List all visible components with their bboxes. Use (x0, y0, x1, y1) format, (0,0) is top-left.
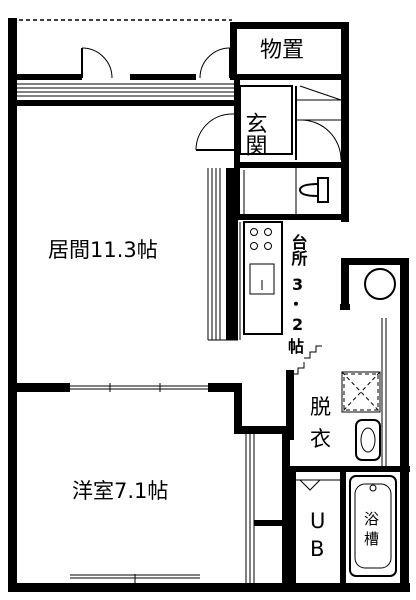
fridge-icon (364, 268, 396, 300)
kitchen-step-wall (286, 304, 350, 440)
room-label-dressing-2: 衣 (310, 427, 331, 451)
balcony-door-right (199, 47, 231, 79)
living-western-partition (8, 383, 290, 434)
room-label-western: 洋室7.1帖 (72, 479, 168, 503)
living-window-top (8, 74, 238, 106)
room-label-bathtub-2: 槽 (364, 530, 379, 548)
bathtub-icon (349, 475, 397, 577)
unit-bath (290, 472, 397, 583)
room-label-storage: 物置 (260, 38, 304, 63)
stove-burner (250, 242, 258, 250)
room-label-dressing-1: 脱 (310, 395, 331, 419)
room-label-entrance-1: 玄関 (242, 112, 267, 156)
kitchen-size-dot: ・ (288, 295, 304, 314)
sink-icon (249, 263, 275, 295)
exterior-walls (8, 18, 410, 592)
western-window-bottom (70, 574, 200, 583)
washbasin-icon (355, 419, 381, 461)
kitchen-size-unit: 帖 (288, 337, 304, 356)
toilet-icon (298, 177, 329, 203)
balcony-door-left (81, 47, 113, 79)
washing-machine-icon (341, 371, 381, 413)
living-closet (207, 168, 238, 341)
kitchen-size-num2: 2 (292, 315, 303, 334)
stove-burner (264, 228, 272, 236)
stove-burner (264, 242, 272, 250)
room-label-ub-1: U (310, 509, 325, 533)
western-closet (245, 434, 290, 584)
stove-burner (250, 228, 258, 236)
room-label-kitchen: 台所 (289, 233, 308, 267)
room-label-living: 居間11.3帖 (48, 238, 158, 262)
kitchen-size-num1: 3 (292, 275, 303, 294)
room-label-bathtub-1: 浴 (364, 510, 379, 528)
entrance-area (195, 80, 342, 220)
toilet-area (240, 162, 341, 220)
kitchen-counter (239, 221, 283, 340)
storage-room (230, 22, 349, 80)
room-label-ub-2: B (310, 537, 324, 561)
dressing-room (290, 318, 410, 472)
